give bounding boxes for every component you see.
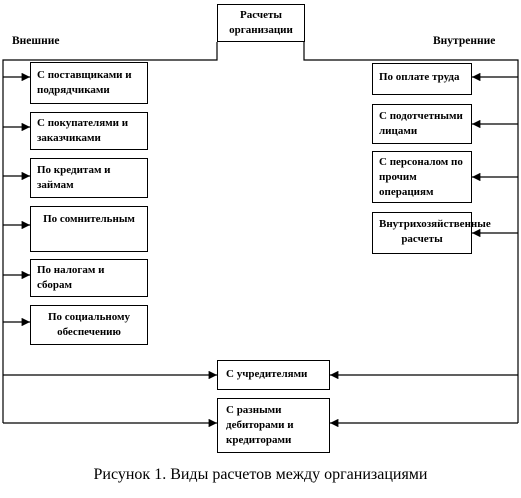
external-node-label: По сомнительным xyxy=(43,213,135,225)
external-node-label: С поставщиками и подрядчиками xyxy=(37,69,132,96)
shared-node-label: С учредителями xyxy=(226,368,308,380)
external-node-label: По налогам и сборам xyxy=(37,264,105,291)
external-node-label: По социальному обеспечению xyxy=(47,311,131,338)
internal-header: Внутренние xyxy=(433,35,496,47)
internal-node-label: С подотчетными лицами xyxy=(379,110,463,137)
internal-node: С персоналом по прочим операциям xyxy=(372,151,472,203)
shared-node: С разными дебиторами и кредиторами xyxy=(217,398,330,453)
top-node: Расчеты организации xyxy=(217,4,305,42)
internal-node-label: Внутрихозяйственные расчеты xyxy=(379,218,491,245)
internal-node-label: С персоналом по прочим операциям xyxy=(379,156,463,198)
external-node: По сомнительным xyxy=(30,206,148,252)
internal-node-label: По оплате труда xyxy=(379,71,460,83)
internal-node: С подотчетными лицами xyxy=(372,104,472,144)
internal-node: По оплате труда xyxy=(372,63,472,95)
external-node: По кредитам и займам xyxy=(30,158,148,198)
internal-node: Внутрихозяйственные расчеты xyxy=(372,212,491,254)
external-node-label: По кредитам и займам xyxy=(37,164,111,191)
external-node-label: С покупателями и заказчиками xyxy=(37,117,129,144)
top-node-label: Расчеты организации xyxy=(229,9,293,36)
external-node: По налогам и сборам xyxy=(30,259,148,297)
external-header: Внешние xyxy=(12,35,60,47)
figure-caption: Рисунок 1. Виды расчетов между организац… xyxy=(93,466,428,483)
external-node: С поставщиками и подрядчиками xyxy=(30,62,148,104)
shared-node-label: С разными дебиторами и кредиторами xyxy=(226,404,294,446)
external-node: С покупателями и заказчиками xyxy=(30,112,148,150)
external-node: По социальному обеспечению xyxy=(30,305,148,345)
shared-node: С учредителями xyxy=(217,360,330,390)
